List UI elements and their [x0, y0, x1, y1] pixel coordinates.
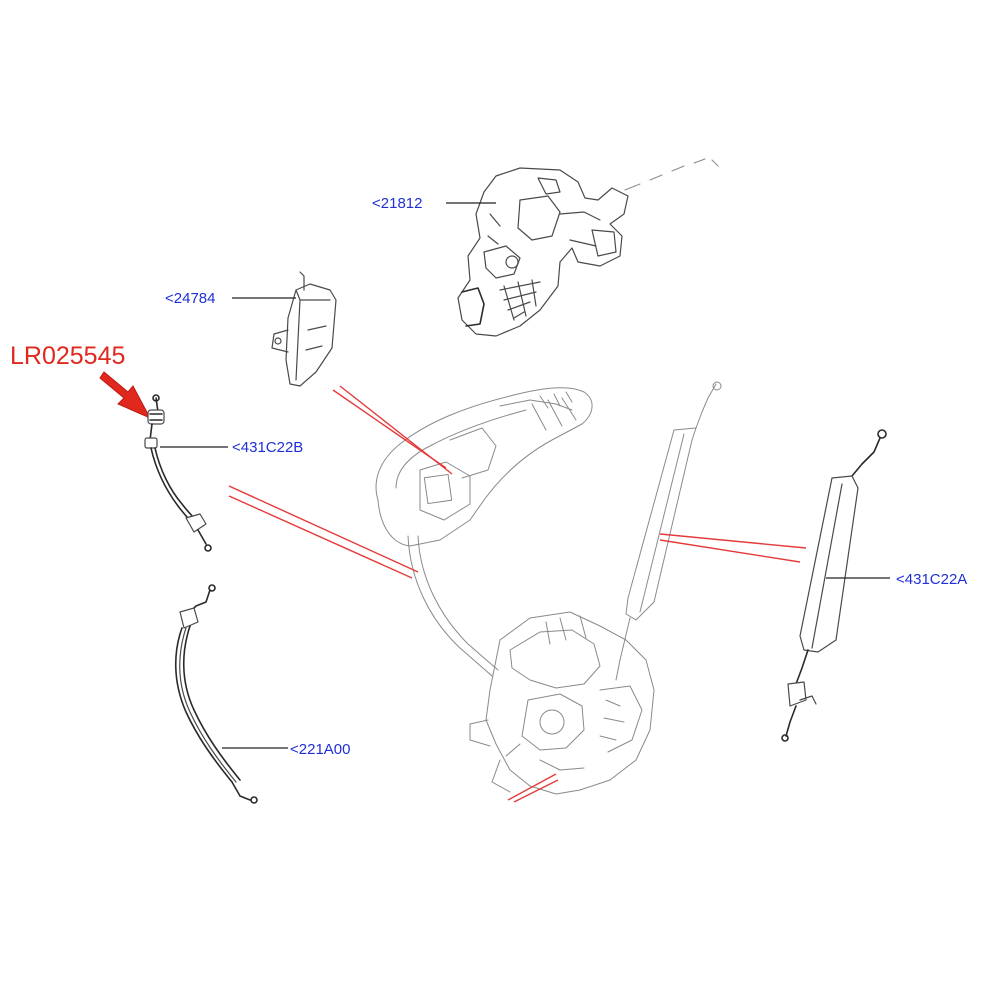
callout-431c22b: <431C22B	[232, 439, 303, 456]
part-431c22b-short-cable	[144, 394, 212, 552]
callout-431c22a: <431C22A	[896, 571, 967, 588]
callout-221a00: <221A00	[290, 741, 350, 758]
callout-24784: <24784	[165, 290, 215, 307]
highlighted-part-number: LR025545	[10, 342, 125, 370]
part-21812-latch-actuator	[457, 158, 719, 337]
part-221a00-long-cable	[174, 584, 258, 804]
highlight-arrow-icon	[99, 371, 152, 420]
part-431c22a-sheathed-cable	[781, 429, 887, 742]
ghosted-door-handle-assembly	[375, 381, 722, 795]
part-24784-cover-bracket	[271, 271, 337, 387]
callout-21812: <21812	[372, 195, 422, 212]
red-connector-lines	[228, 385, 807, 803]
